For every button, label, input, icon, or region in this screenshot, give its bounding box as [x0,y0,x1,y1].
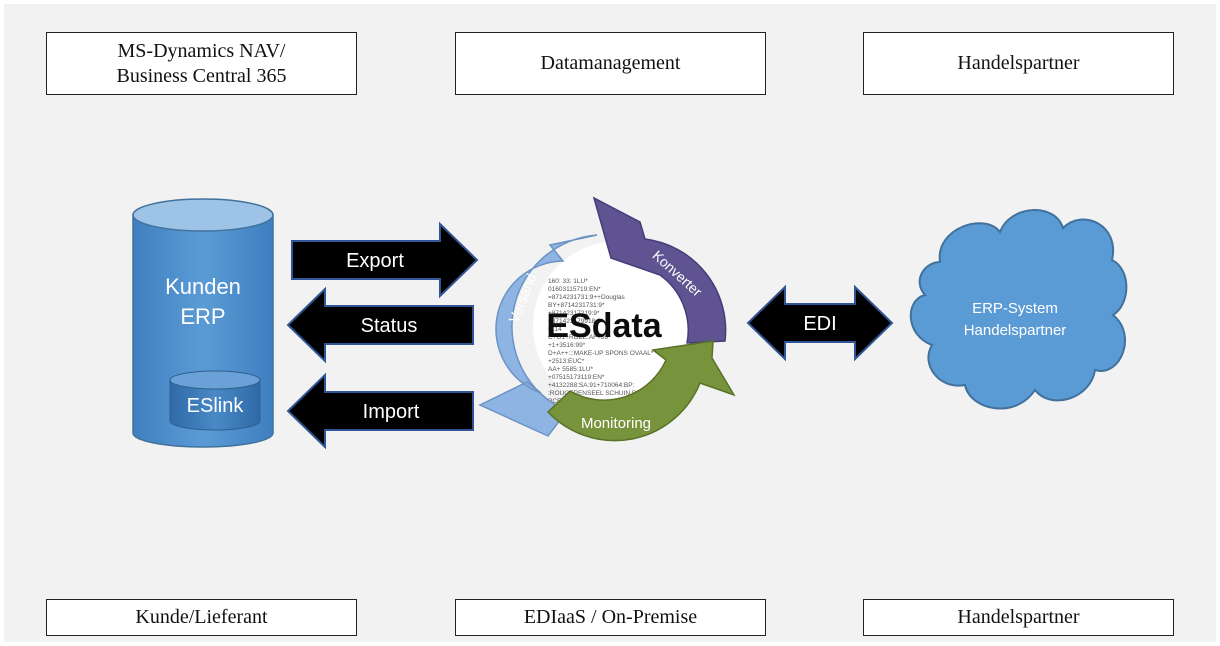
svg-text:+871423179918:9*: +871423179918:9* [548,318,604,325]
svg-text:+2513:EUC*: +2513:EUC* [548,358,585,365]
svg-text:+07515173119:EN*: +07515173119:EN* [548,374,605,381]
bottom-label-ediaas: EDIaaS / On-Premise [455,599,766,636]
cloud-label-line1: ERP-System [972,300,1058,317]
svg-text:+4132288:SA:91+710064:BP:: +4132288:SA:91+710064:BP: [548,382,635,389]
svg-text:160: 33: 1LU*: 160: 33: 1LU* [548,278,588,285]
monitoring-segment [546,340,736,442]
export-label: Export [346,250,404,272]
database-label-erp: ERP [180,304,225,329]
konverter-segment [592,196,727,344]
svg-text:+87142317219:9*: +87142317219:9* [548,310,600,317]
svg-text:PCE*: PCE* [548,398,564,405]
top-label-datamanagement: Datamanagement [455,32,766,95]
import-arrow: Import [286,372,474,450]
svg-text:D+A++:::MAKE-UP SPONS OVAAL*: D+A++:::MAKE-UP SPONS OVAAL* [548,350,654,357]
svg-text:BY+8714231731:9*: BY+8714231731:9* [548,302,605,309]
eslink-cylinder: ESlink [169,370,261,431]
edi-double-arrow: EDI [746,284,894,362]
bottom-label-kunde-lieferant: Kunde/Lieferant [46,599,357,636]
cloud-label-line2: Handelspartner [964,322,1067,339]
svg-text:N:14: N:14 [548,326,562,333]
edi-label: EDI [803,313,836,335]
export-arrow: Export [291,221,479,299]
svg-text:AA+ 5585:1LU*: AA+ 5585:1LU* [548,366,593,373]
eslink-label: ESlink [187,395,245,417]
status-arrow: Status [286,286,474,364]
database-label-kunden: Kunden [165,274,241,299]
esdata-cycle: 160: 33: 1LU* 01603115719:EN* =871423173… [478,196,736,442]
svg-text:01603115719:EN*: 01603115719:EN* [548,286,601,293]
monitoring-label: Monitoring [581,415,651,432]
svg-text::ROUGEPENSEEL SCHUIN PL: :ROUGEPENSEEL SCHUIN PL [548,390,640,397]
svg-text:C+O1+ROZE:AF+36*: C+O1+ROZE:AF+36* [548,334,611,341]
status-label: Status [361,315,418,337]
svg-text:=8714231731:9++Douglas: =8714231731:9++Douglas [548,294,626,301]
partner-cloud: ERP-System Handelspartner [909,209,1128,410]
edi-document-backdrop [533,241,703,411]
versand-segment [478,234,598,437]
svg-text:+1+3516:99*: +1+3516:99* [548,342,586,349]
bottom-label-handelspartner: Handelspartner [863,599,1174,636]
import-label: Import [363,401,420,423]
top-label-erp: MS-Dynamics NAV/ Business Central 365 [46,32,357,95]
esdata-label: ESdata [546,307,662,345]
top-label-handelspartner: Handelspartner [863,32,1174,95]
